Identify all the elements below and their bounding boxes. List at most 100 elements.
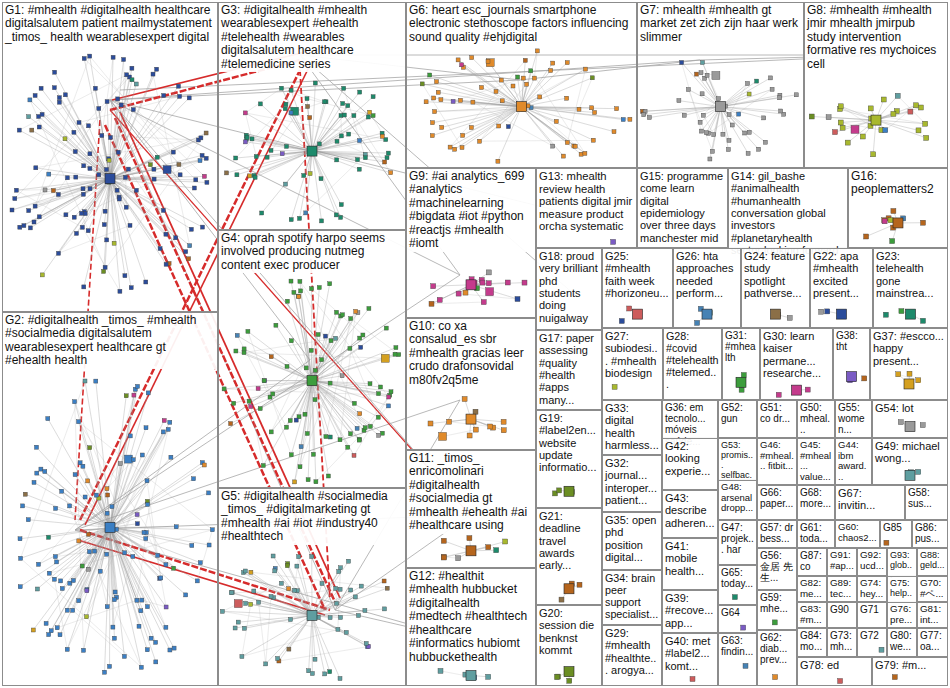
vertex-icon (306, 478, 310, 482)
vertex-cluster (736, 373, 746, 393)
vertex-link (312, 615, 367, 646)
group-label: G80: we... (888, 629, 916, 653)
vertex-icon (346, 104, 350, 108)
vertex-link (110, 98, 189, 179)
vertex-link (36, 138, 201, 168)
hub-vertex (105, 174, 115, 184)
group-panel: G15: programme come learn digital epidem… (637, 168, 728, 248)
vertex-icon (480, 86, 484, 90)
vertex-link (73, 571, 101, 610)
hub-vertex (307, 146, 317, 156)
vertex-icon (787, 315, 792, 320)
vertex-icon (339, 616, 343, 620)
group-panel: G22: apa #mhealth excited present... (810, 248, 873, 328)
group-panel: G63: findin... (718, 633, 757, 686)
vertex-link (312, 134, 349, 151)
vertex-icon (320, 358, 324, 362)
vertex-icon (54, 506, 58, 510)
vertex-link (110, 179, 186, 252)
vertex-icon (35, 587, 39, 591)
vertex-icon (746, 151, 750, 155)
vertex-icon (921, 318, 926, 323)
vertex-icon (14, 188, 18, 192)
group-label: G86: pus... (913, 521, 947, 545)
vertex-icon (85, 615, 89, 619)
vertex-link (432, 280, 482, 304)
vertex-icon (516, 75, 520, 79)
vertex-link (244, 349, 312, 381)
vertex-link (463, 69, 586, 135)
vertex-link (231, 591, 297, 593)
vertex-icon (379, 385, 383, 389)
vertex-icon (17, 128, 21, 132)
vertex-cluster (429, 270, 527, 306)
vertex-icon (431, 284, 436, 289)
vertex-icon (103, 670, 107, 674)
group-panel: G72 (857, 628, 887, 657)
vertex-icon (146, 503, 150, 507)
vertex-icon (200, 153, 204, 157)
vertex-link (311, 289, 312, 381)
vertex-icon (122, 58, 126, 62)
vertex-icon (499, 78, 503, 82)
vertex-link (110, 105, 121, 179)
vertex-icon (394, 346, 398, 350)
vertex-icon (262, 379, 266, 383)
vertex-icon (86, 567, 90, 571)
vertex-icon (123, 274, 127, 278)
vertex-icon (154, 660, 158, 664)
vertex-icon (328, 670, 332, 674)
vertex-link (350, 348, 378, 417)
vertex-icon (298, 465, 302, 469)
vertex-icon (156, 553, 160, 557)
vertex-icon (349, 432, 353, 436)
vertex-icon (619, 319, 624, 324)
vertex-icon (349, 317, 353, 321)
vertex-icon (322, 100, 326, 104)
vertex-icon (377, 392, 381, 396)
vertex-link (458, 60, 502, 101)
vertex-icon (135, 598, 139, 602)
vertex-icon (368, 110, 372, 114)
vertex-link (522, 51, 538, 107)
group-label: G68: more... (798, 486, 834, 510)
hub-vertex (904, 379, 914, 389)
vertex-link (49, 530, 212, 573)
vertex-link (110, 527, 166, 627)
vertex-icon (192, 477, 196, 481)
vertex-icon (299, 289, 303, 293)
vertex-link (682, 63, 702, 132)
vertex-icon (532, 76, 536, 80)
vertex-link (312, 309, 369, 381)
vertex-icon (128, 223, 132, 227)
group-panel: G35: open phd position digital... (602, 512, 662, 570)
group-panel: G32: journal... interoper... patient... (602, 455, 662, 512)
hub-vertex (847, 372, 857, 382)
vertex-link (246, 139, 312, 151)
group-label: G84: mo... (798, 629, 826, 653)
vertex-icon (357, 167, 361, 171)
vertex-link (522, 107, 594, 141)
vertex-link (522, 107, 564, 156)
group-panel: G62: diab... prev... (757, 630, 797, 686)
group-panel: G47: projek... har (718, 520, 757, 565)
vertex-icon (826, 115, 831, 120)
group-label: G14: gil_bashe #animalhealth #humanhealt… (729, 169, 847, 257)
vertex-link (450, 60, 525, 147)
vertex-link (58, 225, 129, 253)
vertex-icon (93, 86, 97, 90)
vertex-cluster (612, 384, 617, 389)
vertex-icon (220, 609, 224, 613)
hub-vertex (905, 422, 915, 432)
vertex-icon (135, 513, 139, 517)
vertex-link (245, 113, 385, 140)
vertex-cluster (441, 536, 508, 561)
vertex-icon (235, 173, 239, 177)
vertex-link (244, 353, 385, 359)
group-label: G35: open phd position digital... (603, 513, 661, 564)
group-panel: G93: glob... (887, 548, 917, 576)
group-label: G32: journal... interoper... patient... (603, 456, 661, 507)
vertex-cluster (864, 209, 926, 244)
vertex-icon (918, 105, 923, 110)
